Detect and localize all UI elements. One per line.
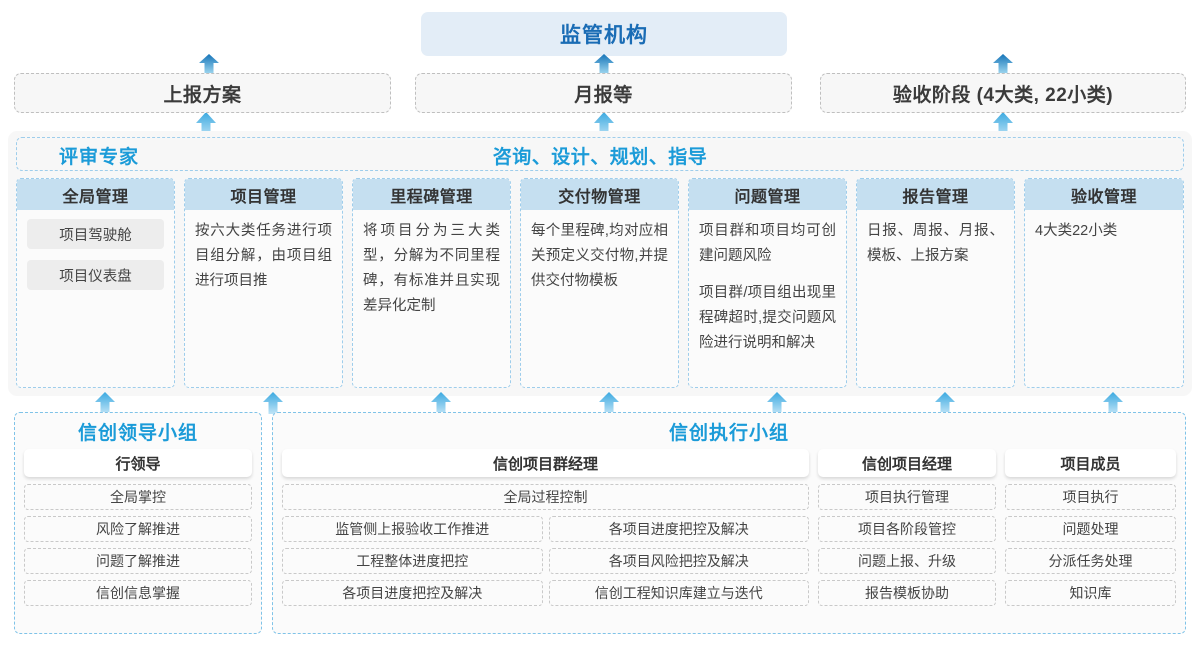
arrow-up-icon (430, 392, 452, 414)
module-text: 项目群/项目组出现里程碑超时,提交问题风险进行说明和解决 (699, 285, 836, 351)
arrow-up-icon (593, 54, 615, 74)
module-title: 里程碑管理 (353, 179, 510, 210)
leadership-group-title: 信创领导小组 (77, 422, 198, 444)
module-column-global: 全局管理 项目驾驶舱 项目仪表盘 (16, 178, 175, 388)
task-item: 分派任务处理 (1005, 548, 1176, 574)
task-item: 项目执行 (1005, 484, 1176, 510)
management-platform-section: 评审专家 咨询、设计、规划、指导 全局管理 项目驾驶舱 项目仪表盘 项目管理 按… (8, 131, 1192, 396)
regulator-box: 监管机构 (421, 12, 787, 56)
module-title: 报告管理 (857, 179, 1014, 210)
module-title: 问题管理 (689, 179, 846, 210)
task-item: 全局过程控制 (282, 484, 809, 510)
flow-box-monthly-report: 月报等 (415, 73, 792, 113)
task-item: 风险了解推进 (24, 516, 252, 542)
leadership-group: 信创领导小组 行领导 全局掌控 风险了解推进 问题了解推进 信创信息掌握 (14, 412, 262, 634)
module-title: 项目管理 (185, 179, 342, 210)
task-item: 报告模板协助 (818, 580, 996, 606)
arrow-up-icon (94, 392, 116, 414)
module-pill: 项目仪表盘 (27, 260, 164, 290)
module-text: 4大类22小类 (1035, 223, 1118, 239)
module-text: 将项目分为三大类型，分解为不同里程碑，有标准并且实现差异化定制 (363, 223, 500, 314)
task-item: 知识库 (1005, 580, 1176, 606)
arrow-up-icon (593, 112, 615, 138)
module-pill: 项目驾驶舱 (27, 219, 164, 249)
task-item: 信创工程知识库建立与迭代 (548, 580, 809, 606)
module-column-deliverable: 交付物管理 每个里程碑,均对应相关预定义交付物,并提供交付物模板 (520, 178, 679, 388)
task-item: 监管侧上报验收工作推进 (282, 516, 543, 542)
module-title: 验收管理 (1025, 179, 1183, 210)
task-item: 问题了解推进 (24, 548, 252, 574)
role-header-program-manager: 信创项目群经理 (282, 449, 809, 477)
arrow-up-icon (766, 392, 788, 414)
module-column-report: 报告管理 日报、周报、月报、模板、上报方案 (856, 178, 1015, 388)
task-item: 项目执行管理 (818, 484, 996, 510)
task-item: 各项目风险把控及解决 (548, 548, 809, 574)
flow-box-acceptance-stage: 验收阶段 (4大类, 22小类) (820, 73, 1186, 113)
module-text: 每个里程碑,均对应相关预定义交付物,并提供交付物模板 (531, 223, 668, 289)
module-title: 交付物管理 (521, 179, 678, 210)
task-item: 信创信息掌握 (24, 580, 252, 606)
role-header-project-manager: 信创项目经理 (818, 449, 996, 477)
module-text: 日报、周报、月报、模板、上报方案 (867, 223, 1004, 264)
consulting-label: 咨询、设计、规划、指导 (492, 146, 708, 168)
arrow-up-icon (992, 112, 1014, 138)
task-item: 工程整体进度把控 (282, 548, 543, 574)
arrow-up-icon (934, 392, 956, 414)
module-column-acceptance: 验收管理 4大类22小类 (1024, 178, 1184, 388)
role-header-bank-leader: 行领导 (24, 449, 252, 477)
module-column-project: 项目管理 按六大类任务进行项目组分解，由项目组进行项目推 (184, 178, 343, 388)
task-item: 全局掌控 (24, 484, 252, 510)
management-section-header: 评审专家 咨询、设计、规划、指导 (16, 137, 1184, 171)
arrow-up-icon (1102, 392, 1124, 414)
execution-group-title: 信创执行小组 (668, 422, 789, 444)
task-item: 各项目进度把控及解决 (548, 516, 809, 542)
module-column-issue: 问题管理 项目群和项目均可创建问题风险 项目群/项目组出现里程碑超时,提交问题风… (688, 178, 847, 388)
module-column-milestone: 里程碑管理 将项目分为三大类型，分解为不同里程碑，有标准并且实现差异化定制 (352, 178, 511, 388)
role-header-project-member: 项目成员 (1005, 449, 1176, 477)
module-text: 按六大类任务进行项目组分解，由项目组进行项目推 (195, 223, 332, 289)
module-title: 全局管理 (17, 179, 174, 210)
task-item: 问题处理 (1005, 516, 1176, 542)
arrow-up-icon (195, 112, 217, 138)
task-item: 项目各阶段管控 (818, 516, 996, 542)
review-experts-label: 评审专家 (59, 146, 140, 168)
flow-box-report-plan: 上报方案 (14, 73, 391, 113)
arrow-up-icon (262, 392, 284, 414)
arrow-up-icon (198, 54, 220, 74)
task-item: 问题上报、升级 (818, 548, 996, 574)
task-item: 各项目进度把控及解决 (282, 580, 543, 606)
arrow-up-icon (598, 392, 620, 414)
arrow-up-icon (992, 54, 1014, 74)
execution-group: 信创执行小组 信创项目群经理 全局过程控制 监管侧上报验收工作推进 各项目进度把… (272, 412, 1186, 634)
module-text: 项目群和项目均可创建问题风险 (699, 223, 836, 264)
